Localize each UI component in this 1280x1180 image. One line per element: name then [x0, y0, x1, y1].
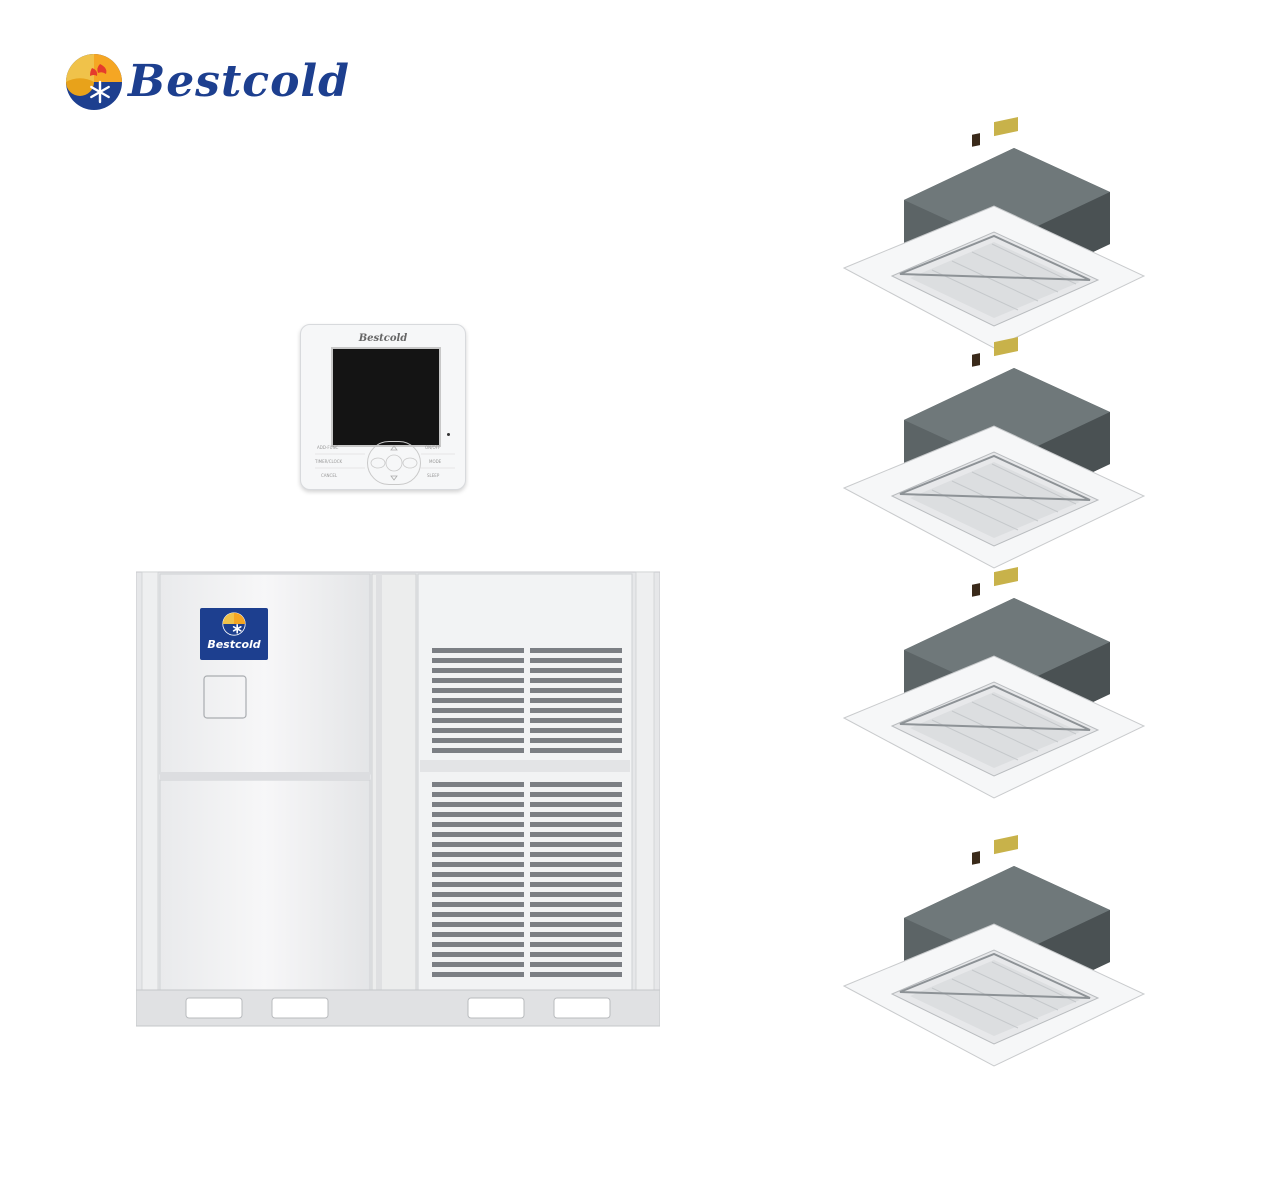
controller-brand: Bestcold [358, 333, 408, 344]
controller-indicator-light [447, 433, 450, 436]
brand-logo-text: Bestcold [128, 56, 350, 107]
brand-logo-icon [66, 54, 122, 110]
key-label-on-off: ON/OFF [425, 445, 441, 450]
controller-key-dividers [315, 453, 455, 469]
outdoor-grille-upper [432, 648, 622, 753]
outdoor-brand-badge: Bestcold [200, 608, 268, 660]
key-label-add-func: ADD-FUNC [317, 445, 339, 450]
key-label-cancel: CANCEL [321, 473, 338, 478]
chevron-up-icon [390, 445, 398, 451]
snowflake-icon [90, 80, 110, 104]
outdoor-access-cover [203, 675, 247, 719]
controller-keys: ADD-FUNC ON/OFF TIMER/CLOCK MODE CANCEL … [315, 441, 455, 485]
outdoor-grille-lower [432, 782, 622, 977]
brand-logo-icon [222, 612, 246, 636]
key-label-mode: MODE [429, 459, 442, 464]
indoor-unit-1 [843, 116, 1145, 349]
outdoor-unit: Bestcold [135, 570, 661, 1028]
base-slot-2 [271, 997, 329, 1019]
indoor-unit-3 [843, 566, 1145, 799]
base-slot-4 [553, 997, 611, 1019]
controller-direction-pad [367, 441, 421, 485]
base-slot-1 [185, 997, 243, 1019]
indoor-unit-2 [843, 336, 1145, 569]
chevron-down-icon [390, 475, 398, 481]
snowflake-icon [232, 624, 242, 634]
key-label-sleep: SLEEP [427, 473, 440, 478]
wired-controller: Bestcold ADD-FUNC ON/OFF TIMER/CLOCK MOD… [300, 324, 466, 490]
flame-icon [90, 64, 107, 76]
indoor-unit-4 [843, 834, 1145, 1067]
brand-logo: Bestcold [64, 52, 384, 112]
outdoor-badge-text: Bestcold [207, 638, 261, 651]
base-slot-3 [467, 997, 525, 1019]
key-label-timer-clock: TIMER/CLOCK [315, 459, 343, 464]
